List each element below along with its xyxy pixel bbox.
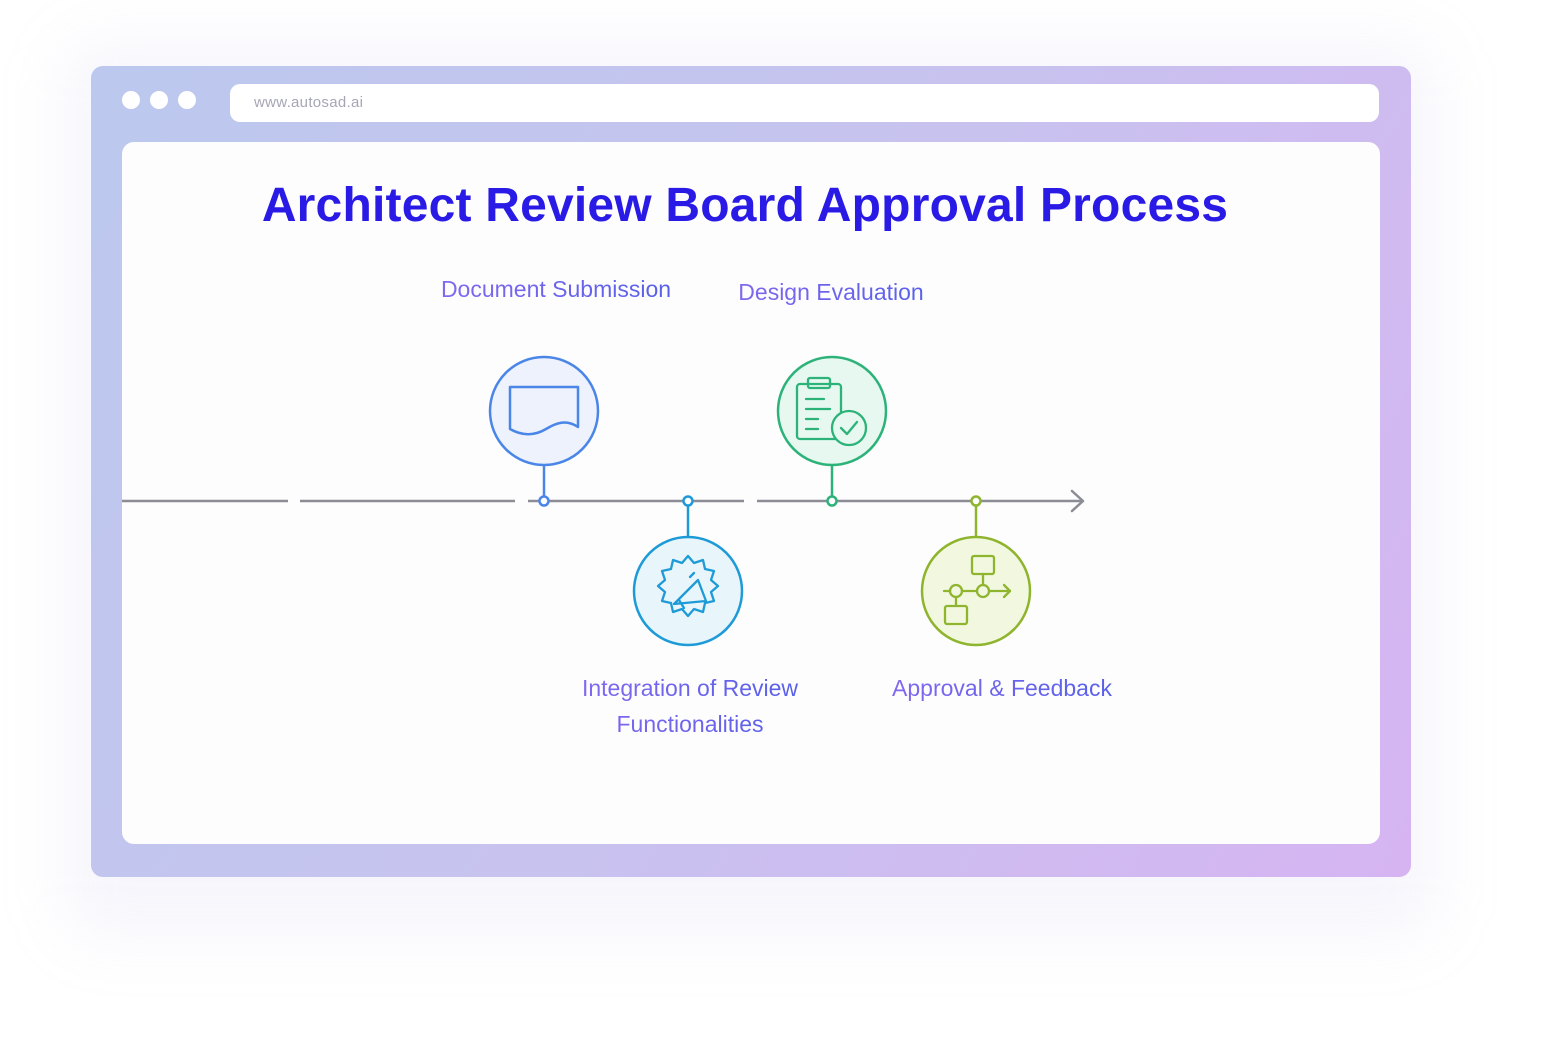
- step-label-integration-review: Integration of Review Functionalities: [540, 670, 840, 742]
- timeline-axis: [122, 489, 1085, 513]
- step-approval-feedback: [920, 495, 1032, 647]
- step-node: [682, 495, 694, 507]
- window-controls: [122, 91, 196, 109]
- step-label-document-submission: Document Submission: [394, 271, 718, 307]
- step-label-design-evaluation: Design Evaluation: [691, 274, 971, 310]
- address-bar[interactable]: www.autosad.ai: [230, 84, 1379, 122]
- step-label-line: Integration of Review: [581, 675, 799, 701]
- gear-megaphone-icon: [656, 554, 720, 618]
- step-icon-circle: [488, 355, 600, 467]
- step-node: [538, 495, 550, 507]
- step-icon-circle: [776, 355, 888, 467]
- step-label-line: Functionalities: [616, 711, 764, 737]
- step-label-approval-feedback: Approval & Feedback: [852, 670, 1152, 706]
- timeline-arrowhead-icon: [1070, 489, 1085, 513]
- step-document-submission: [488, 355, 600, 507]
- window-dot-maximize[interactable]: [178, 91, 196, 109]
- window-dot-close[interactable]: [122, 91, 140, 109]
- step-node: [826, 495, 838, 507]
- address-bar-url: www.autosad.ai: [254, 94, 364, 111]
- step-node: [970, 495, 982, 507]
- step-integration-review: [632, 495, 744, 647]
- document-icon: [508, 385, 580, 436]
- content-panel: [122, 142, 1380, 844]
- window-dot-minimize[interactable]: [150, 91, 168, 109]
- step-design-evaluation: [776, 355, 888, 507]
- diagram-title: Architect Review Board Approval Process: [261, 179, 1229, 232]
- workflow-icon: [942, 554, 1012, 626]
- clipboard-check-icon: [795, 376, 868, 447]
